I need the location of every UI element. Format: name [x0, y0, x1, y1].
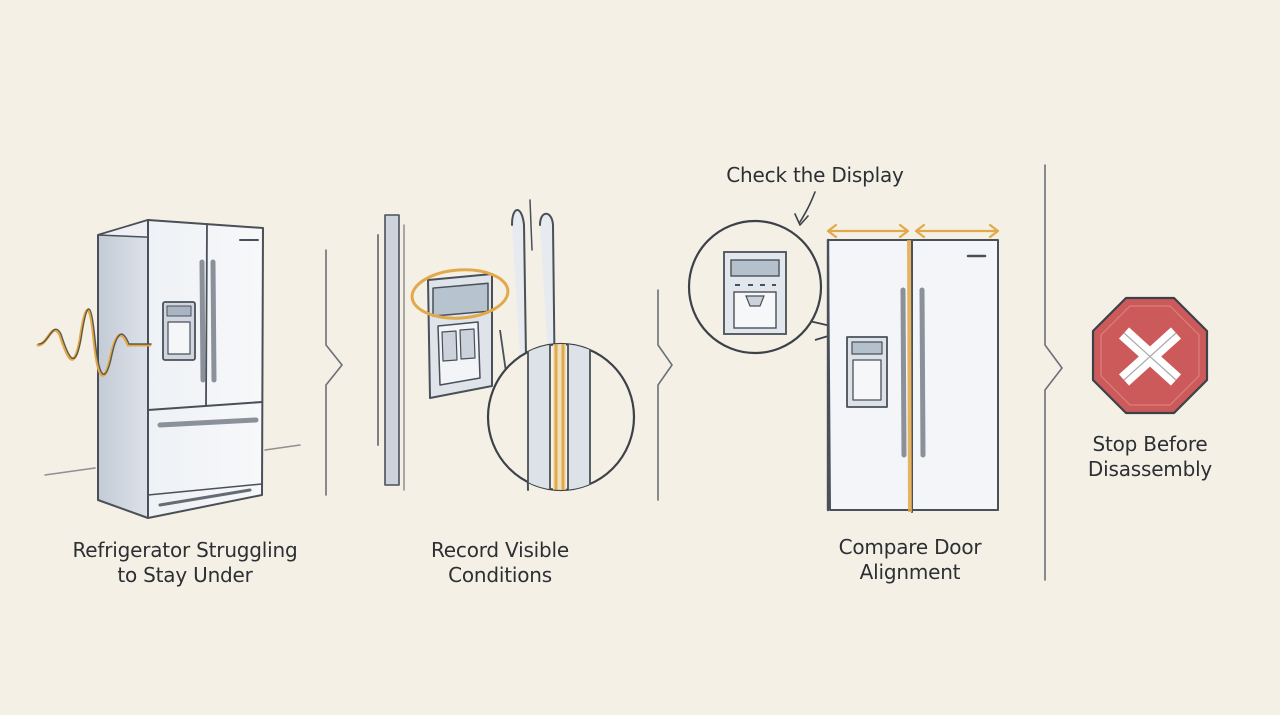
magnifier-circle-icon: [486, 342, 636, 492]
step-label-line: to Stay Under: [117, 563, 253, 587]
step-label-line: Check the Display: [726, 163, 904, 187]
chevron-divider-icon: [657, 289, 673, 501]
display-zoom-circle-icon: [687, 219, 823, 355]
fridge-side-by-side-icon: [826, 238, 999, 513]
step-label-line: Record Visible: [431, 538, 569, 562]
step-label-line: Alignment: [859, 560, 961, 584]
display-highlight-ring: [410, 268, 510, 320]
step-label-record-conditions: Record Visible Conditions: [390, 538, 610, 588]
chevron-divider-icon: [1044, 164, 1064, 581]
step-label-line: Disassembly: [1087, 457, 1213, 481]
step-label-check-display: Check the Display: [660, 163, 970, 188]
step-label-stop-disassembly: Stop Before Disassembly: [1060, 432, 1240, 482]
stop-sign-icon: [1091, 296, 1209, 415]
display-callout-arrow: [799, 191, 816, 223]
chevron-divider-icon: [325, 249, 344, 496]
step-label-line: Conditions: [448, 563, 552, 587]
width-arrows: [826, 223, 1000, 239]
step-label-refrigerator-struggling: Refrigerator Struggling to Stay Under: [40, 538, 330, 588]
fridge-french-door-icon: [44, 219, 301, 519]
step-label-line: Compare Door: [838, 535, 982, 559]
step-label-compare-alignment: Compare Door Alignment: [790, 535, 1030, 585]
step-label-line: Stop Before: [1092, 432, 1208, 456]
step-label-line: Refrigerator Struggling: [72, 538, 298, 562]
door-gap-highlight: [907, 239, 912, 513]
